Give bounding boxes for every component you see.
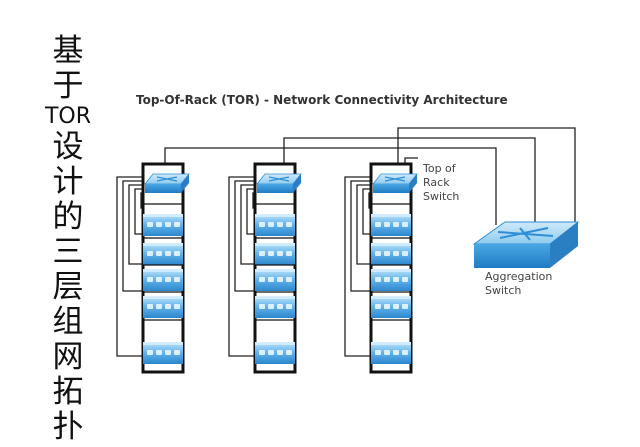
aggregation-switch-icon (472, 221, 580, 268)
tor-label-line: Top of (422, 162, 457, 175)
side-title-char: 于 (52, 68, 84, 104)
side-title-char: 的 (52, 199, 84, 235)
aggregation-label-line: Switch (485, 284, 521, 297)
side-title-char: 组 (52, 304, 84, 340)
diagram-title: Top-Of-Rack (TOR) - Network Connectivity… (136, 93, 508, 107)
server-rack-1 (117, 164, 189, 372)
side-title-char: 三 (52, 234, 84, 270)
side-title-char: 基 (52, 33, 84, 69)
side-title-char: 层 (52, 269, 84, 305)
tor-label-line: Switch (423, 190, 459, 203)
tor-label-line: Rack (423, 176, 450, 189)
side-title-char: 扑 (52, 409, 84, 445)
side-title-char: 计 (52, 164, 84, 200)
server-rack-2 (229, 164, 301, 372)
aggregation-label-line: Aggregation (485, 270, 552, 283)
side-title-char: TOR (44, 104, 92, 129)
side-title: 基 于 TOR 设 计 的 三 层 组 网 拓 扑 (40, 34, 96, 445)
side-title-char: 网 (52, 339, 84, 375)
side-title-char: 设 (52, 129, 84, 165)
side-title-char: 拓 (52, 374, 84, 410)
server-rack-3 (345, 164, 417, 372)
